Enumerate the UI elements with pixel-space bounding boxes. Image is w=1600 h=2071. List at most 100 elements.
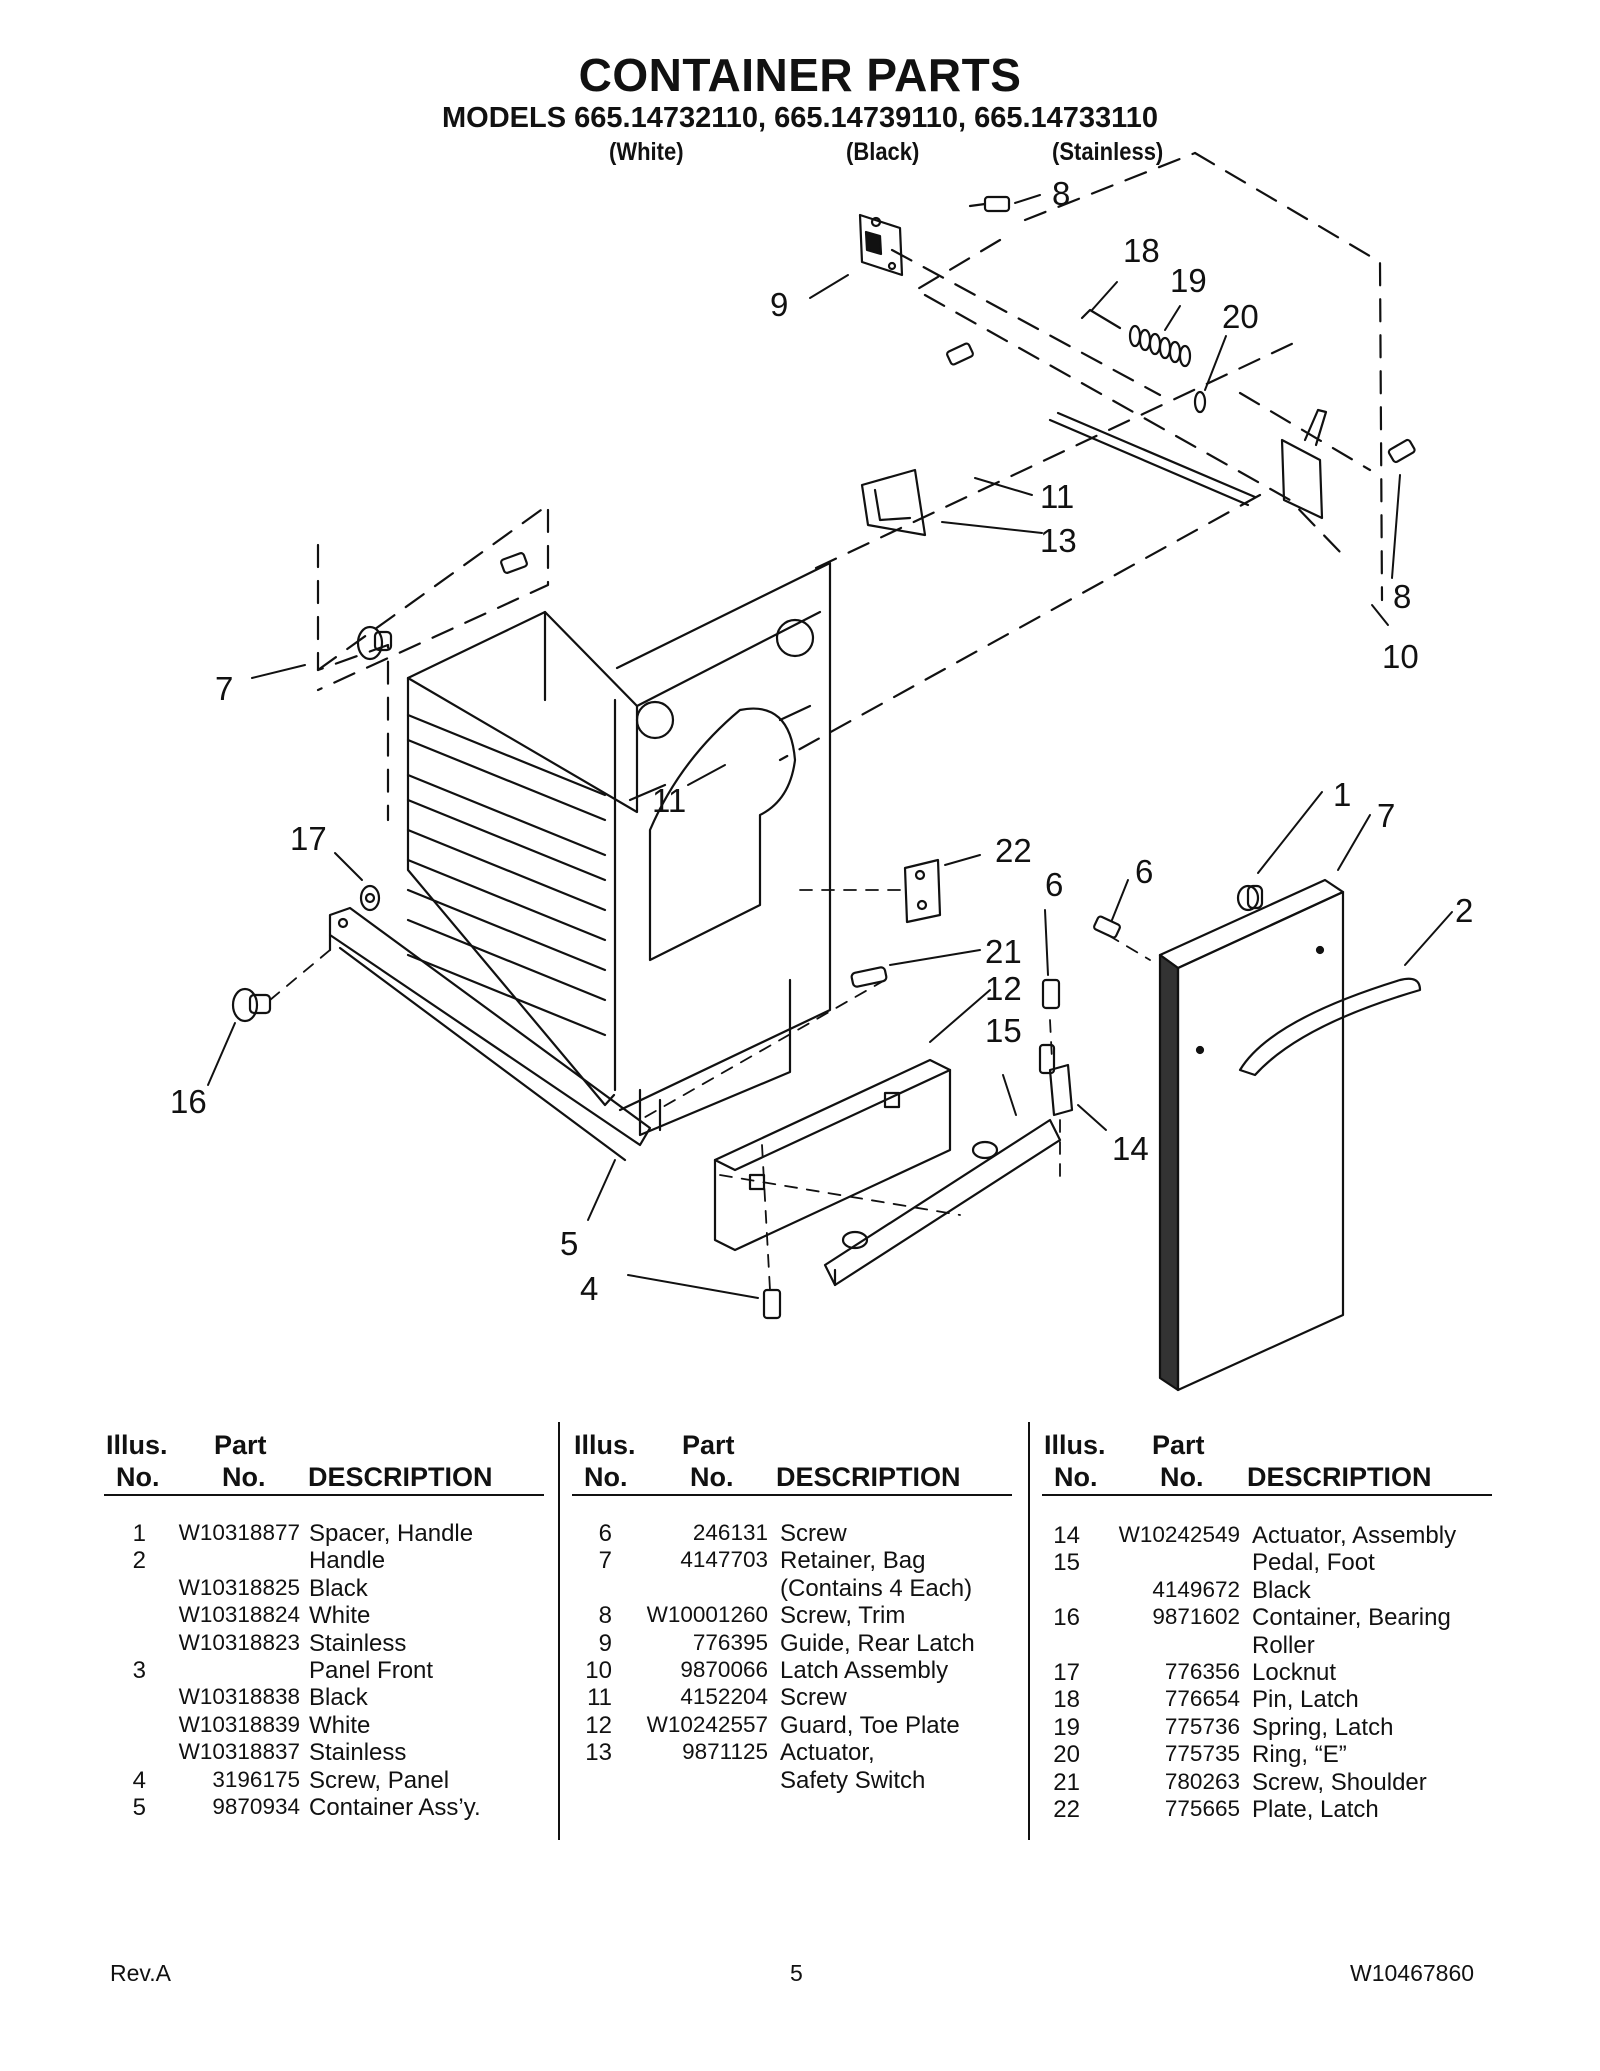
description: Handle [309,1547,386,1575]
callout-12: 12 [985,970,1022,1007]
safety-switch-actuator [860,342,974,537]
description: Roller [1252,1631,1315,1659]
description: Locknut [1252,1658,1337,1686]
container-body [406,561,832,1137]
illus-no: 10 [585,1656,612,1684]
description: Stainless [309,1629,407,1657]
description: Ring, “E” [1252,1741,1347,1769]
callout-8b: 8 [1393,578,1411,615]
callout-13: 13 [1040,522,1077,559]
illus-header: Illus. [574,1430,636,1460]
illus-no: 2 [132,1547,146,1575]
illus-no: 14 [1053,1522,1080,1549]
illus-no: 5 [132,1793,146,1821]
illus-no: 21 [1053,1768,1080,1796]
description: Guard, Toe Plate [780,1711,960,1739]
column-header: Illus. No. Part No. DESCRIPTION [572,1420,1012,1496]
illus-no: 17 [1053,1658,1080,1686]
trim-screw [968,195,1416,464]
roller-rail [328,906,652,1162]
description: (Contains 4 Each) [780,1574,973,1602]
callout-labels: 1 2 7 4 5 6 6 7 8 8 9 10 11 11 12 13 14 … [170,175,1473,1307]
part-no: 9871125 [682,1739,768,1765]
illus-no-header: No. [584,1462,628,1492]
callout-20: 20 [1222,298,1259,335]
part-no: W10242557 [646,1711,768,1737]
illus-no: 11 [587,1684,612,1712]
illus-no: 18 [1053,1686,1080,1714]
description: Latch Assembly [780,1656,949,1684]
page-title: CONTAINER PARTS [578,49,1022,101]
foot-pedal [823,1118,1062,1287]
callout-5: 5 [560,1225,578,1262]
description: Screw, Trim [780,1602,906,1630]
part-no: 9871602 [1152,1604,1240,1630]
panel-screw [762,1288,782,1320]
description: Black [309,1574,368,1602]
part-no-header: No. [690,1462,734,1492]
description: Spacer, Handle [309,1520,474,1547]
latch-plate [903,858,942,924]
description-header: DESCRIPTION [308,1462,493,1492]
latch-pin-spring [1048,308,1328,520]
callout-17: 17 [290,820,327,857]
model-numbers: MODELS 665.14732110, 665.14739110, 665.1… [442,102,1158,134]
part-no: 4152204 [680,1684,768,1710]
column-header: Illus. No. Part No. DESCRIPTION [104,1420,544,1496]
illus-header: Illus. [106,1430,168,1460]
description: Panel Front [309,1656,434,1684]
shoulder-screw [850,966,888,988]
rear-latch-guide [858,213,904,277]
description: Screw [780,1520,847,1547]
callout-11b: 11 [652,782,686,819]
exploded-parts-diagram: 1 2 7 4 5 6 6 7 8 8 9 10 11 11 12 13 14 … [170,151,1473,1392]
description: Spring, Latch [1252,1713,1394,1741]
column-header: Illus. No. Part No. DESCRIPTION [1042,1420,1492,1496]
description: Safety Switch [780,1766,926,1794]
illus-no: 8 [598,1602,612,1630]
column-divider [1028,1422,1030,1840]
leader-arrows [207,194,1453,1299]
callout-22: 22 [995,832,1032,869]
illus-no: 4 [132,1766,146,1794]
illus-no: 13 [585,1739,612,1767]
part-no: 775665 [1164,1795,1240,1821]
callout-21: 21 [985,933,1022,970]
callout-9: 9 [770,286,788,323]
description: Plate, Latch [1252,1795,1379,1823]
part-no: 246131 [692,1520,768,1545]
part-no-header: No. [1160,1462,1204,1492]
part-no-header: No. [222,1462,266,1492]
front-panel [1158,878,1422,1392]
callout-10: 10 [1382,638,1419,675]
variant-stainless: (Stainless) [1052,138,1164,166]
part-header: Part [682,1430,735,1460]
alignment-lines [269,889,1151,1291]
callout-14: 14 [1112,1130,1149,1167]
table-row: 2 Handle [104,1547,544,1574]
part-no: 3196175 [212,1766,300,1792]
description: Actuator, [780,1739,875,1767]
bearing-roller [231,884,381,1023]
description: Stainless [309,1739,407,1767]
table-row: 13 9871125 Actuator, [572,1739,1012,1766]
illus-no-header: No. [1054,1462,1098,1492]
